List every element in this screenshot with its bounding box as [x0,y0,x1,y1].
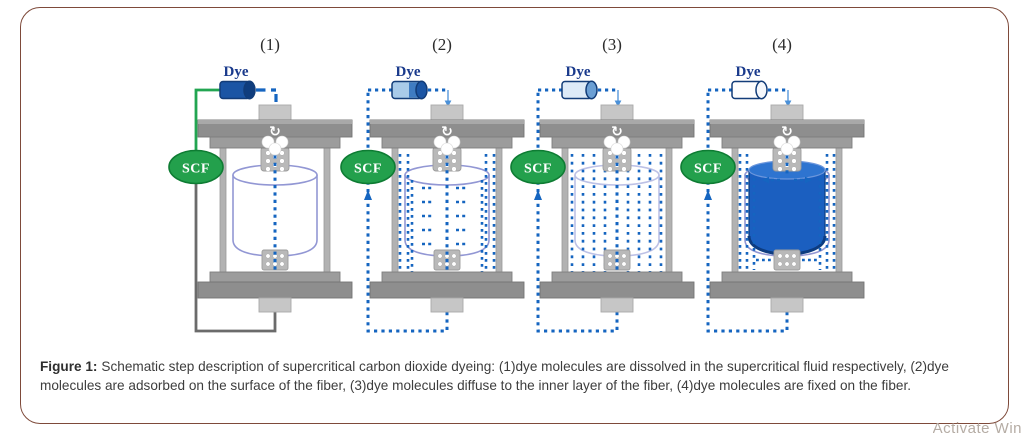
scf-label: SCF [694,162,722,177]
dye-molecule-dots [398,154,496,278]
figure-caption: Figure 1:Schematic step description of s… [40,358,992,395]
stage-number-label: (4) [772,35,792,54]
rotation-arrow-icon: ↻ [433,124,461,156]
bottom-gland [770,297,804,313]
top-gland [770,104,804,122]
recirculation-loop [194,184,277,333]
recirculation-loop [534,90,619,333]
right-arrow-icon [805,176,812,184]
svg-text:↻: ↻ [269,124,281,140]
down-arrow-icon [444,100,452,107]
svg-text:↻: ↻ [611,124,623,140]
vessel-lids [369,104,525,313]
scf-label: SCF [354,162,382,177]
bottom-lid [369,281,525,299]
stage-number-label: (1) [260,35,280,54]
top-gland [600,104,634,122]
bottom-lid [709,281,865,299]
bottom-gland [600,297,634,313]
svg-text:↻: ↻ [781,124,793,140]
up-arrow-icon [364,190,372,200]
dye-container-icon: Dye [731,64,768,100]
scf-badge: SCF [168,149,224,185]
dye-molecule-dots [738,154,836,278]
down-arrow-icon [614,100,622,107]
dye-feed-path [538,88,622,107]
dye-container-icon: Dye [561,64,598,100]
rotation-arrow-icon: ↻ [603,124,631,156]
dye-container-icon: Dye [219,64,256,100]
figure-caption-label: Figure 1: [40,359,98,374]
bottom-lid [197,281,353,299]
dye-label: Dye [396,64,421,80]
dye-container-icon: Dye [391,64,428,100]
dye-label: Dye [224,64,249,80]
rotation-arrow-icon: ↻ [261,124,289,156]
dye-feed-path [368,88,452,107]
sprayer-stirrer [432,146,462,271]
left-arrow-icon [762,176,769,184]
bottom-gland [258,297,292,313]
bottom-gland [430,297,464,313]
scf-label: SCF [182,162,210,177]
stage-number-label: (3) [602,35,622,54]
fiber-roll [744,160,830,257]
svg-text:↻: ↻ [441,124,453,140]
scf-label: SCF [524,162,552,177]
rotation-arrow-icon: ↻ [773,124,801,156]
windows-activate-watermark: Activate Win [932,420,1022,436]
scf-badge: SCF [680,149,736,185]
dye-feed-path [194,88,278,152]
vessel-lids [539,104,695,313]
figure-caption-text: Schematic step description of supercriti… [40,359,949,393]
dye-feed-path [708,88,792,107]
dye-label: Dye [736,64,761,80]
recirculation-loop [364,90,449,333]
vessel-lids [197,104,353,313]
bottom-lid [539,281,695,299]
scf-badge: SCF [510,149,566,185]
up-arrow-icon [704,190,712,200]
down-arrow-icon [784,100,792,107]
sprayer-stirrer [602,146,632,271]
top-gland [258,104,292,122]
up-arrow-icon [534,190,542,200]
vessel-lids [709,104,865,313]
stage-number-label: (2) [432,35,452,54]
recirculation-loop [704,90,789,333]
scf-badge: SCF [340,149,396,185]
top-gland [430,104,464,122]
dye-label: Dye [566,64,591,80]
